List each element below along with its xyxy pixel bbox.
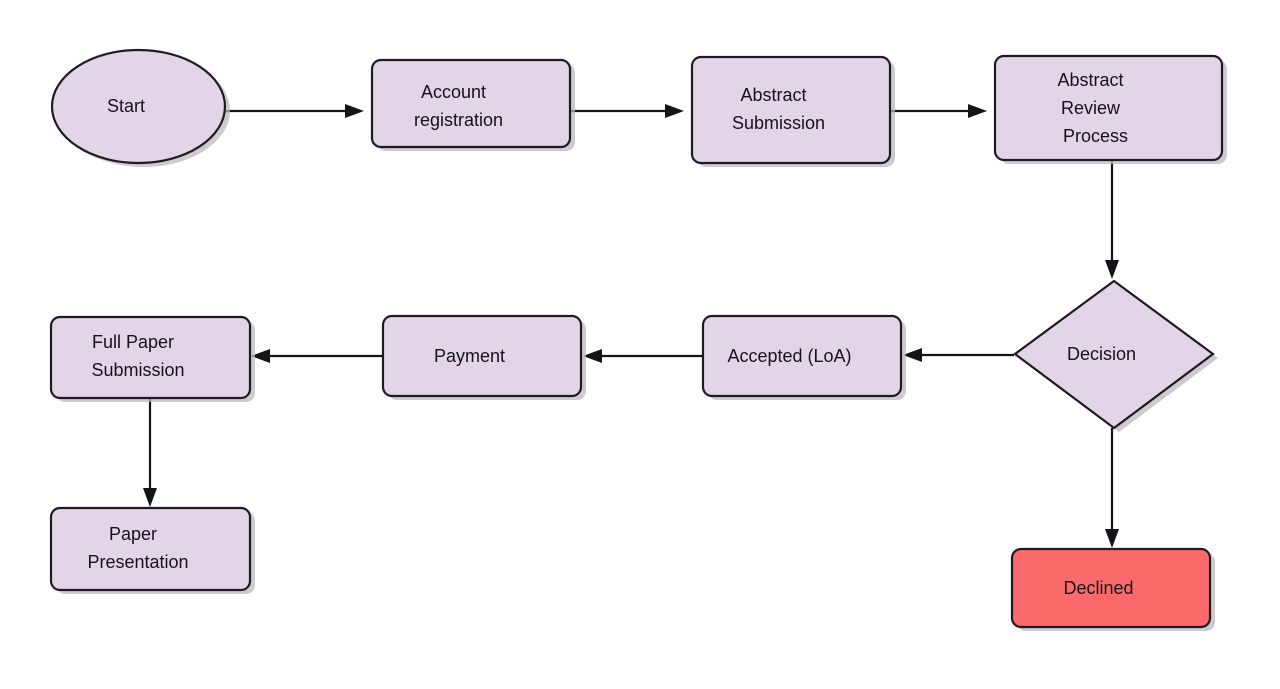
node-label: Full Paper Submission [91, 332, 209, 380]
node-label: Account registration [414, 82, 528, 130]
node-label: Accepted (LoA) [727, 346, 876, 366]
node-abstract-submission[interactable]: Abstract Submission [690, 55, 895, 167]
node-background [370, 58, 572, 149]
arrowhead-icon [345, 104, 364, 118]
node-label: Abstract Submission [732, 85, 850, 133]
node-background [701, 314, 903, 398]
node-label: Decision [1067, 344, 1161, 364]
edge-decision-to-declined[interactable] [1105, 428, 1119, 548]
node-label: Payment [434, 346, 530, 366]
arrowhead-icon [583, 349, 602, 363]
arrowhead-icon [1105, 529, 1119, 548]
edge-account-registration-to-abstract-submission[interactable] [571, 104, 684, 118]
arrowhead-icon [968, 104, 987, 118]
node-background [1010, 547, 1212, 629]
arrowhead-icon [251, 349, 270, 363]
edge-payment-to-full-paper-submission[interactable] [251, 349, 382, 363]
arrowhead-icon [143, 488, 157, 507]
edge-full-paper-submission-to-paper-presentation[interactable] [143, 399, 157, 507]
arrowhead-icon [903, 348, 922, 362]
edge-abstract-review-process-to-decision[interactable] [1105, 161, 1119, 279]
node-label: Start [107, 96, 170, 116]
arrowhead-icon [665, 104, 684, 118]
edge-start-to-account-registration[interactable] [226, 104, 364, 118]
node-accepted-loa[interactable]: Accepted (LoA) [701, 314, 906, 400]
node-full-paper-submission[interactable]: Full Paper Submission [49, 315, 255, 402]
node-background [690, 55, 892, 165]
node-payment[interactable]: Payment [381, 314, 586, 400]
node-start[interactable]: Start [50, 48, 230, 167]
node-background [49, 315, 252, 400]
edge-abstract-submission-to-abstract-review-process[interactable] [891, 104, 987, 118]
edge-accepted-loa-to-payment[interactable] [583, 349, 702, 363]
node-background [381, 314, 583, 398]
edge-decision-to-accepted-loa[interactable] [903, 348, 1014, 362]
node-label: Declined [1063, 578, 1158, 598]
node-background [49, 506, 252, 592]
arrowhead-icon [1105, 260, 1119, 279]
node-background [1013, 279, 1215, 430]
edge-layer [143, 104, 1119, 548]
node-background [993, 54, 1224, 162]
node-background [50, 48, 227, 165]
node-paper-presentation[interactable]: Paper Presentation [49, 506, 255, 594]
node-declined[interactable]: Declined [1010, 547, 1215, 631]
node-label: Paper Presentation [87, 524, 213, 572]
node-decision[interactable]: Decision [1013, 279, 1218, 432]
node-account-registration[interactable]: Account registration [370, 58, 575, 151]
node-label: Abstract Review Process [1057, 70, 1158, 146]
node-abstract-review-process[interactable]: Abstract Review Process [993, 54, 1227, 164]
